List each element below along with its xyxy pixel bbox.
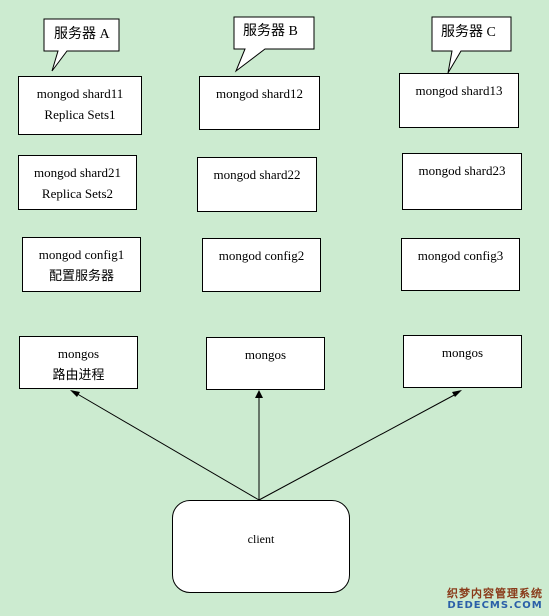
shard12-box: mongod shard12	[199, 76, 320, 130]
arrow-client-to-mongos-a	[73, 391, 260, 501]
arrowhead-mongos-c	[452, 390, 462, 397]
client-label: client	[247, 532, 275, 546]
shard13-name: mongod shard13	[415, 83, 503, 98]
shard21-replica-set: Replica Sets2	[41, 186, 114, 201]
config3-name: mongod config3	[417, 248, 504, 263]
watermark: 织梦内容管理系统 DEDECMS.COM	[447, 588, 543, 612]
server-b-label: 服务器 B	[243, 24, 298, 39]
mongos-b-name: mongos	[244, 347, 287, 362]
arrowhead-mongos-b	[255, 390, 263, 398]
shard13-box: mongod shard13	[399, 73, 519, 128]
mongos-a-role: 路由进程	[52, 367, 105, 382]
mongos-a-box: mongos 路由进程	[19, 336, 138, 389]
mongos-a-name: mongos	[57, 346, 100, 361]
shard23-name: mongod shard23	[418, 163, 506, 178]
mongos-c-name: mongos	[441, 345, 484, 360]
callout-server-b-shape	[233, 16, 315, 73]
shard22-box: mongod shard22	[197, 157, 317, 212]
shard11-box: mongod shard11 Replica Sets1	[18, 76, 142, 135]
callout-server-a-shape	[43, 18, 120, 72]
config3-box: mongod config3	[401, 238, 520, 291]
callout-server-c-shape	[431, 16, 512, 74]
config2-box: mongod config2	[202, 238, 321, 292]
arrow-client-to-mongos-c	[258, 392, 459, 501]
config1-name: mongod config1	[38, 247, 125, 262]
shard22-name: mongod shard22	[213, 167, 301, 182]
mongos-b-box: mongos	[206, 337, 325, 390]
server-c-label: 服务器 C	[441, 25, 496, 40]
shard12-name: mongod shard12	[215, 86, 304, 101]
client-box: client	[172, 500, 350, 593]
shard23-box: mongod shard23	[402, 153, 522, 210]
config1-box: mongod config1 配置服务器	[22, 237, 141, 292]
shard11-name: mongod shard11	[36, 86, 124, 101]
shard11-replica-set: Replica Sets1	[44, 107, 116, 122]
watermark-title: 织梦内容管理系统	[447, 587, 543, 600]
watermark-domain: DEDECMS.COM	[447, 600, 543, 611]
arrowhead-mongos-a	[70, 390, 80, 397]
config2-name: mongod config2	[218, 248, 305, 263]
mongos-c-box: mongos	[403, 335, 522, 388]
config1-role: 配置服务器	[48, 268, 114, 283]
shard21-name: mongod shard21	[33, 165, 122, 180]
shard21-box: mongod shard21 Replica Sets2	[18, 155, 137, 210]
server-a-label: 服务器 A	[54, 27, 110, 42]
